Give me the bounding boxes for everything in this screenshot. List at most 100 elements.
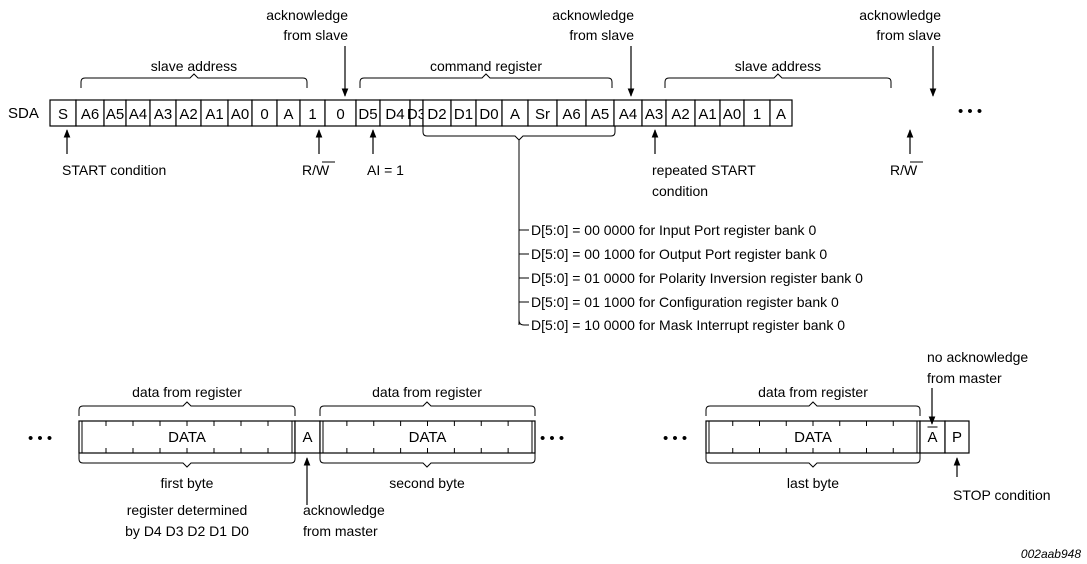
row1-cell-8: 0: [251, 99, 278, 127]
row1-cell-label: D0: [479, 106, 498, 123]
row1-cell-7: A0: [227, 99, 253, 127]
row1-cell-label: A6: [562, 106, 580, 123]
second-byte-label: second byte: [389, 475, 465, 491]
row1-cell-label: Sr: [535, 106, 550, 123]
row1-cell-label: 0: [336, 106, 344, 123]
d5-d0-brace: [422, 126, 616, 141]
row1-cell-label: A5: [591, 106, 609, 123]
slave-address-label-1: slave address: [151, 58, 237, 74]
row1-cell-15: D2: [422, 99, 452, 127]
register-determined-line2: by D4 D3 D2 D1 D0: [125, 523, 249, 539]
repeated-start-line2: condition: [652, 183, 708, 199]
data-brace-top-1: [78, 401, 296, 416]
data-brace-top-2: [319, 401, 536, 416]
row1-cell-label: A4: [129, 106, 147, 123]
row1-cell-label: S: [58, 106, 68, 123]
slave-address-label-2: slave address: [735, 58, 821, 74]
row1-cell-label: D3: [407, 106, 426, 123]
row1-cell-10: 1: [299, 99, 326, 127]
row1-cell-22: A4: [613, 99, 643, 127]
row1-cell-label: D5: [358, 106, 377, 123]
row1-cell-27: 1: [743, 99, 771, 127]
row1-cell-24: A2: [665, 99, 696, 127]
ack-slave-2-line2: from slave: [569, 27, 634, 43]
register-determined-line1: register determined: [127, 502, 248, 518]
row1-cell-label: A0: [723, 106, 741, 123]
row1-cell-20: A6: [556, 99, 587, 127]
row1-cell-label: A5: [106, 106, 124, 123]
row1-cell-6: A1: [200, 99, 229, 127]
rw-2-prefix: R/: [890, 162, 904, 178]
row1-cell-label: A0: [231, 106, 249, 123]
row1-cell-label: 1: [753, 106, 761, 123]
command-register-brace: [359, 73, 613, 88]
row1-cell-label: A: [776, 106, 786, 123]
rw-1-bar: W: [316, 162, 330, 178]
row1-cell-label: A1: [698, 106, 716, 123]
data-brace-bottom-3: [705, 453, 921, 468]
row1-cell-label: A: [283, 106, 293, 123]
row1-cell-label: A: [510, 106, 520, 123]
rw-1-label: R/W: [302, 162, 330, 178]
rw-1-prefix: R/: [302, 162, 316, 178]
data-label: DATA: [168, 429, 206, 446]
ack-slave-3-line1: acknowledge: [859, 7, 941, 23]
stop-condition-label: STOP condition: [953, 487, 1051, 503]
no-ack-line1: no acknowledge: [927, 349, 1028, 365]
slave-address-brace-1: [80, 73, 308, 88]
ellipsis-row1: • • •: [958, 103, 982, 120]
nack-cell-label: A: [927, 429, 937, 446]
row1-cell-5: A2: [175, 99, 202, 127]
command-register-label: command register: [430, 58, 542, 74]
data-brace-top-3: [705, 401, 921, 416]
register-item-mask: D[5:0] = 10 0000 for Mask Interrupt regi…: [531, 317, 845, 333]
ack-slave-1-line1: acknowledge: [266, 7, 348, 23]
stop-cell-label: P: [952, 429, 962, 446]
rw-2-bar: W: [904, 162, 918, 178]
row1-cell-19: Sr: [527, 99, 558, 127]
sda-label: SDA: [8, 105, 39, 122]
ai-label: AI = 1: [367, 162, 404, 178]
register-item-input: D[5:0] = 00 0000 for Input Port register…: [531, 222, 816, 238]
ack-slave-3-line2: from slave: [876, 27, 941, 43]
row1-cell-label: D1: [454, 106, 473, 123]
start-condition-label: START condition: [62, 162, 166, 178]
slave-address-brace-2: [664, 73, 892, 88]
row1-cell-label: A3: [154, 106, 172, 123]
row1-cell-label: A4: [619, 106, 637, 123]
row1-cell-11: 0: [324, 99, 357, 127]
row1-cell-label: A2: [671, 106, 689, 123]
row1-cell-28: A: [769, 99, 793, 127]
row1-cell-17: D0: [475, 99, 503, 127]
ack-master-line2: from master: [303, 523, 378, 539]
ack-slave-1-line2: from slave: [283, 27, 348, 43]
row1-cell-13: D4: [379, 99, 411, 127]
first-byte-label: first byte: [161, 475, 214, 491]
row1-cell-label: D2: [427, 106, 446, 123]
row1-cell-label: A1: [205, 106, 223, 123]
ellipsis-row2-mid: • • •: [540, 430, 564, 447]
row1-cell-12: D5: [355, 99, 381, 127]
ellipsis-row2-right: • • •: [663, 430, 687, 447]
ack-cell-label: A: [302, 429, 312, 446]
data-brace-bottom-1: [78, 453, 296, 468]
repeated-start-line1: repeated START: [652, 162, 756, 178]
rw-2-label: R/W: [890, 162, 918, 178]
nack-cell: A: [919, 420, 946, 454]
ack-slave-2-line1: acknowledge: [552, 7, 634, 23]
row1-cell-label: D4: [385, 106, 404, 123]
row1-cell-1: A6: [75, 99, 105, 127]
figure-id: 002aab948: [1021, 547, 1081, 561]
data-brace-bottom-2: [319, 453, 536, 468]
ack-cell: A: [294, 420, 321, 454]
row1-cell-label: 0: [260, 106, 268, 123]
data-label: DATA: [794, 429, 832, 446]
last-byte-label: last byte: [787, 475, 839, 491]
stop-cell: P: [944, 420, 970, 454]
data-from-register-3: data from register: [758, 384, 868, 400]
row1-cell-label: A2: [179, 106, 197, 123]
data-from-register-1: data from register: [132, 384, 242, 400]
